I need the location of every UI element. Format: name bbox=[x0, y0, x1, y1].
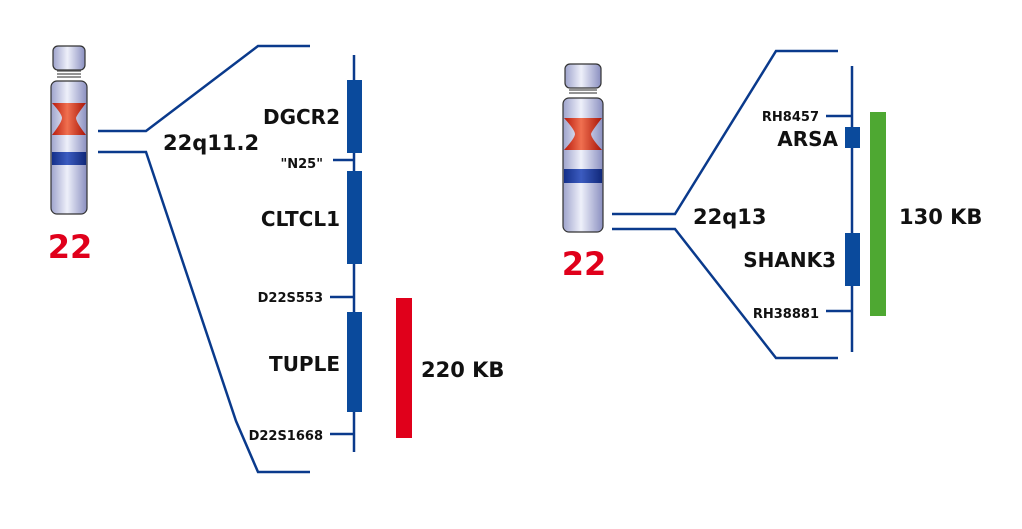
gene-block-shank3 bbox=[845, 233, 860, 286]
region-label: 22q13 bbox=[693, 205, 766, 229]
chromosome-number-label: 22 bbox=[48, 228, 93, 266]
gene-label: CLTCL1 bbox=[261, 207, 340, 231]
marker-label: "N25" bbox=[280, 157, 323, 172]
q-band bbox=[564, 169, 602, 183]
gene-block-dgcr2 bbox=[347, 80, 362, 153]
gene-label: TUPLE bbox=[269, 352, 340, 376]
deletion-bar-red bbox=[396, 298, 412, 438]
marker-label: D22S553 bbox=[258, 291, 323, 306]
deletion-size-label: 220 KB bbox=[421, 358, 504, 382]
region-label: 22q11.2 bbox=[163, 131, 259, 155]
marker-ticks-left bbox=[330, 158, 354, 436]
gene-block-tuple bbox=[347, 312, 362, 412]
zoom-connectors-right bbox=[612, 49, 838, 360]
centromere bbox=[52, 103, 86, 135]
p-arm bbox=[52, 45, 86, 71]
gene-label: SHANK3 bbox=[743, 248, 836, 272]
deletion-size-label: 130 KB bbox=[899, 205, 982, 229]
gene-block-cltcl1 bbox=[347, 171, 362, 264]
q-arm bbox=[50, 80, 88, 215]
gene-label: ARSA bbox=[777, 127, 838, 151]
marker-label: RH38881 bbox=[753, 307, 819, 322]
chromosome-22-ideogram-left bbox=[50, 45, 88, 215]
p-arm bbox=[564, 63, 602, 89]
deletion-bar-green bbox=[870, 112, 886, 316]
right-panel: 22 22q13 ARSA SHANK3 RH8457 RH38881 130 … bbox=[562, 49, 982, 360]
marker-ticks-right bbox=[826, 114, 852, 313]
gene-label: DGCR2 bbox=[263, 105, 340, 129]
chromosome-number-label: 22 bbox=[562, 245, 607, 283]
marker-label: RH8457 bbox=[762, 110, 819, 125]
left-panel: 22 22q11.2 DGCR2 CLTCL1 TUPLE "N25" D22S… bbox=[48, 44, 504, 474]
chromosome-22-ideogram-right bbox=[562, 63, 604, 233]
gene-block-arsa bbox=[845, 127, 860, 148]
centromere bbox=[564, 118, 602, 150]
marker-label: D22S1668 bbox=[249, 429, 323, 444]
zoom-connectors-left bbox=[98, 44, 310, 474]
q-band bbox=[52, 152, 86, 165]
q-arm bbox=[562, 97, 604, 233]
